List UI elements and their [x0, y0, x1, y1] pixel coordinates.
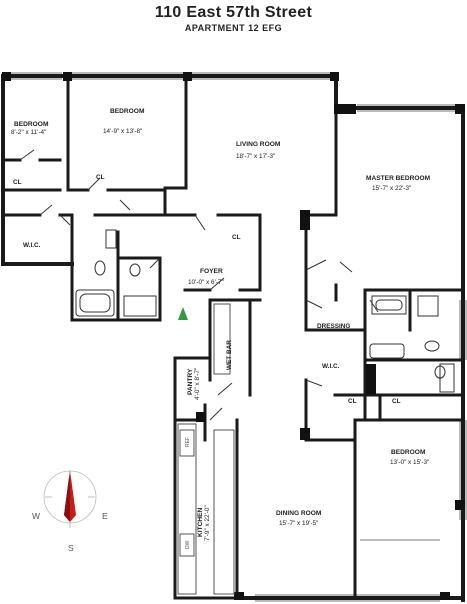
room-label: BEDROOM: [110, 108, 145, 115]
compass-south-label: S: [68, 543, 74, 553]
compass-west-label: W: [32, 511, 40, 521]
room-label: FOYER: [200, 268, 223, 275]
room-dimensions: 4'-0" x 8'-7": [194, 368, 201, 400]
walk-in-closet-label: W.I.C.: [322, 363, 340, 370]
room-label: LIVING ROOM: [236, 141, 281, 148]
dishwasher-label: DW: [185, 540, 191, 549]
closet-label: CL: [348, 398, 357, 405]
plan-title: 110 East 57th Street: [154, 4, 313, 21]
room-dimensions: 18'-7" x 17'-3": [236, 153, 275, 160]
walk-in-closet-label: W.I.C.: [23, 242, 41, 249]
plan-subtitle: APARTMENT 12 EFG: [184, 23, 283, 33]
closet-label: CL: [13, 179, 22, 186]
north-arrow-icon: [178, 307, 188, 320]
room-dimensions: 7'-9" x 22'-0": [204, 505, 211, 541]
room-dimensions: 13'-0" x 15'-3": [390, 459, 429, 466]
closet-label: CL: [96, 174, 105, 181]
interior-walls: [1, 74, 465, 600]
room-label: PANTRY: [187, 368, 194, 395]
kitchen-counters: [177, 303, 235, 595]
room-dimensions: 8'-2" x 11'-4": [11, 129, 46, 136]
room-label: MASTER BEDROOM: [366, 175, 431, 182]
exterior-walls: [1, 74, 465, 602]
room-dimensions: 10'-0" x 6'-7": [188, 279, 224, 286]
wall-columns: [2, 72, 465, 600]
room-label: DINING ROOM: [276, 510, 322, 517]
room-label: BEDROOM: [391, 449, 426, 456]
appliance-labels: REF DW: [185, 437, 191, 549]
refrigerator-label: REF: [185, 437, 191, 447]
room-dimensions: 15'-7" x 22'-3": [372, 185, 411, 192]
compass-east-label: E: [102, 511, 108, 521]
bathroom-fixtures: [75, 229, 455, 393]
room-label: BEDROOM: [14, 121, 49, 128]
room-dimensions: 14'-9" x 13'-8": [103, 128, 142, 135]
compass-rose-icon: W E S: [32, 470, 108, 553]
room-dimensions: 15'-7" x 19'-5": [279, 520, 318, 527]
closet-label: CL: [392, 398, 401, 405]
closet-label: CL: [232, 234, 241, 241]
room-labels: BEDROOM 8'-2" x 11'-4" BEDROOM 14'-9" x …: [11, 108, 431, 541]
dressing-label: DRESSING: [317, 323, 350, 330]
door-swings: [19, 149, 379, 421]
wet-bar-label: WET BAR: [226, 340, 233, 370]
room-label: KITCHEN: [197, 507, 204, 537]
